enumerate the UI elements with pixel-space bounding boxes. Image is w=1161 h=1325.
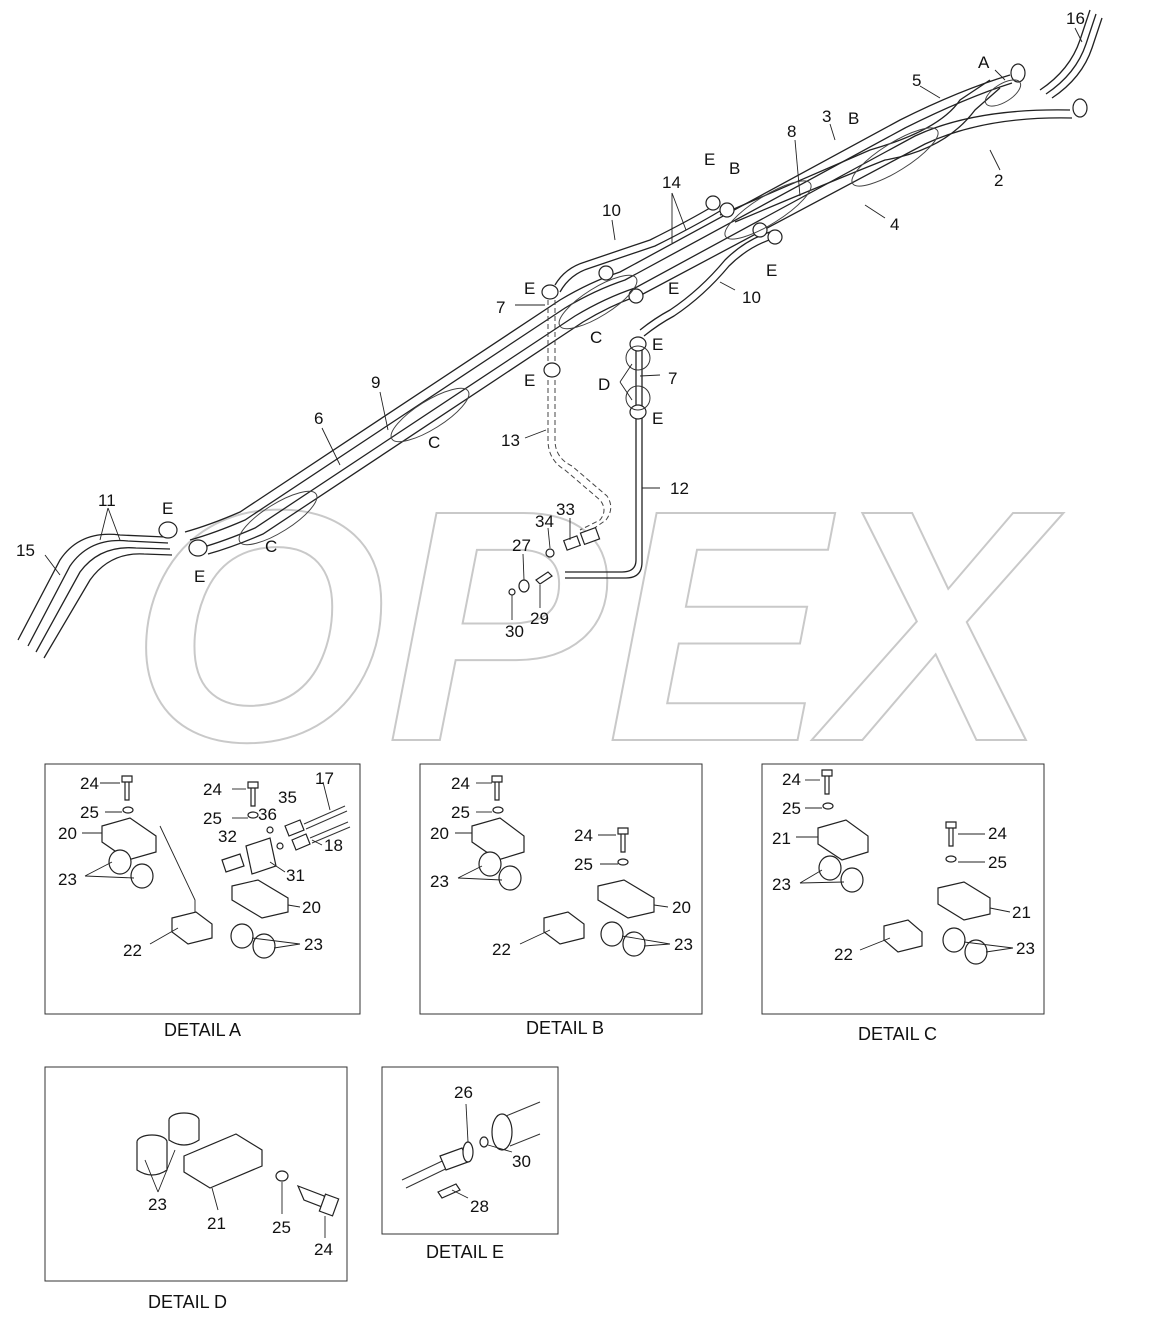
detail-a-label: 25 (80, 803, 99, 822)
main-label: E (652, 409, 663, 428)
main-label: D (598, 375, 610, 394)
detail-a-label: 20 (58, 824, 77, 843)
main-label: E (766, 261, 777, 280)
detail-c-label: 21 (772, 829, 791, 848)
main-label: 4 (890, 215, 899, 234)
main-label: 15 (16, 541, 35, 560)
detail-b-caption: DETAIL B (526, 1018, 604, 1038)
leader-lines (44, 27, 1083, 620)
detail-a-label: 22 (123, 941, 142, 960)
detail-c-label: 22 (834, 945, 853, 964)
detail-c-label: 24 (782, 770, 801, 789)
main-label: 8 (787, 122, 796, 141)
detail-a-label: 23 (304, 935, 323, 954)
main-label: B (729, 159, 740, 178)
detail-b-label: 20 (672, 898, 691, 917)
detail-e-caption: DETAIL E (426, 1242, 504, 1262)
main-label: E (524, 279, 535, 298)
detail-a-label: 36 (258, 805, 277, 824)
detail-d-caption: DETAIL D (148, 1292, 227, 1312)
detail-a-label: 20 (302, 898, 321, 917)
detail-b-label: 25 (574, 855, 593, 874)
main-label: 10 (602, 201, 621, 220)
detail-c: 24 25 24 21 25 23 21 22 23 DETAIL C (761, 763, 1045, 1044)
main-label: 16 (1066, 9, 1085, 28)
main-label: E (524, 371, 535, 390)
detail-b-label: 20 (430, 824, 449, 843)
detail-a: 24 24 17 25 35 25 36 20 32 18 31 23 20 2… (44, 763, 361, 1040)
main-label: E (668, 279, 679, 298)
main-label: 9 (371, 373, 380, 392)
main-label: 7 (668, 369, 677, 388)
main-labels: 16 A 5 3 B 8 E B 2 14 10 4 E E 10 7 E E … (16, 9, 1085, 641)
detail-b-label: 23 (430, 872, 449, 891)
main-label: B (848, 109, 859, 128)
detail-d-label: 21 (207, 1214, 226, 1233)
detail-c-label: 23 (772, 875, 791, 894)
detail-c-caption: DETAIL C (858, 1024, 937, 1044)
detail-c-label: 25 (988, 853, 1007, 872)
detail-d: 23 21 25 24 DETAIL D (44, 1066, 348, 1312)
main-label: 7 (496, 298, 505, 317)
main-label: 5 (912, 71, 921, 90)
main-label: 10 (742, 288, 761, 307)
main-label: 30 (505, 622, 524, 641)
detail-a-label: 25 (203, 809, 222, 828)
detail-a-label: 24 (203, 780, 222, 799)
main-label: 14 (662, 173, 681, 192)
main-label: E (704, 150, 715, 169)
detail-a-label: 23 (58, 870, 77, 889)
main-label: 33 (556, 500, 575, 519)
main-label: 11 (98, 491, 116, 510)
main-label: 6 (314, 409, 323, 428)
detail-b-label: 23 (674, 935, 693, 954)
main-label: 12 (670, 479, 689, 498)
detail-b-label: 24 (451, 774, 470, 793)
detail-c-label: 24 (988, 824, 1007, 843)
detail-e-label: 28 (470, 1197, 489, 1216)
detail-c-label: 25 (782, 799, 801, 818)
detail-a-label: 32 (218, 827, 237, 846)
main-label: 29 (530, 609, 549, 628)
main-label: 34 (535, 512, 554, 531)
detail-a-label: 35 (278, 788, 297, 807)
main-label: 27 (512, 536, 531, 555)
detail-e: 26 30 28 DETAIL E (381, 1066, 559, 1262)
detail-e-label: 30 (512, 1152, 531, 1171)
main-label: C (428, 433, 440, 452)
main-label: E (652, 335, 663, 354)
main-label: 2 (994, 171, 1003, 190)
main-label: C (590, 328, 602, 347)
main-label: A (978, 53, 990, 72)
detail-d-label: 25 (272, 1218, 291, 1237)
main-label: 13 (501, 431, 520, 450)
detail-b: 24 25 24 20 25 23 20 22 23 DETAIL B (419, 763, 703, 1038)
detail-d-label: 24 (314, 1240, 333, 1259)
detail-a-label: 17 (315, 769, 334, 788)
detail-b-label: 25 (451, 803, 470, 822)
watermark: OPEX (130, 441, 1064, 810)
main-label: E (162, 499, 173, 518)
detail-b-label: 22 (492, 940, 511, 959)
main-label: C (265, 537, 277, 556)
detail-c-label: 23 (1016, 939, 1035, 958)
detail-a-label: 24 (80, 774, 99, 793)
detail-a-label: 18 (324, 836, 343, 855)
main-label: 3 (822, 107, 831, 126)
detail-d-label: 23 (148, 1195, 167, 1214)
detail-a-caption: DETAIL A (164, 1020, 241, 1040)
main-label: E (194, 567, 205, 586)
detail-e-label: 26 (454, 1083, 473, 1102)
pipe-assembly (17, 9, 1103, 659)
detail-a-label: 31 (286, 866, 305, 885)
detail-c-label: 21 (1012, 903, 1031, 922)
detail-b-label: 24 (574, 826, 593, 845)
